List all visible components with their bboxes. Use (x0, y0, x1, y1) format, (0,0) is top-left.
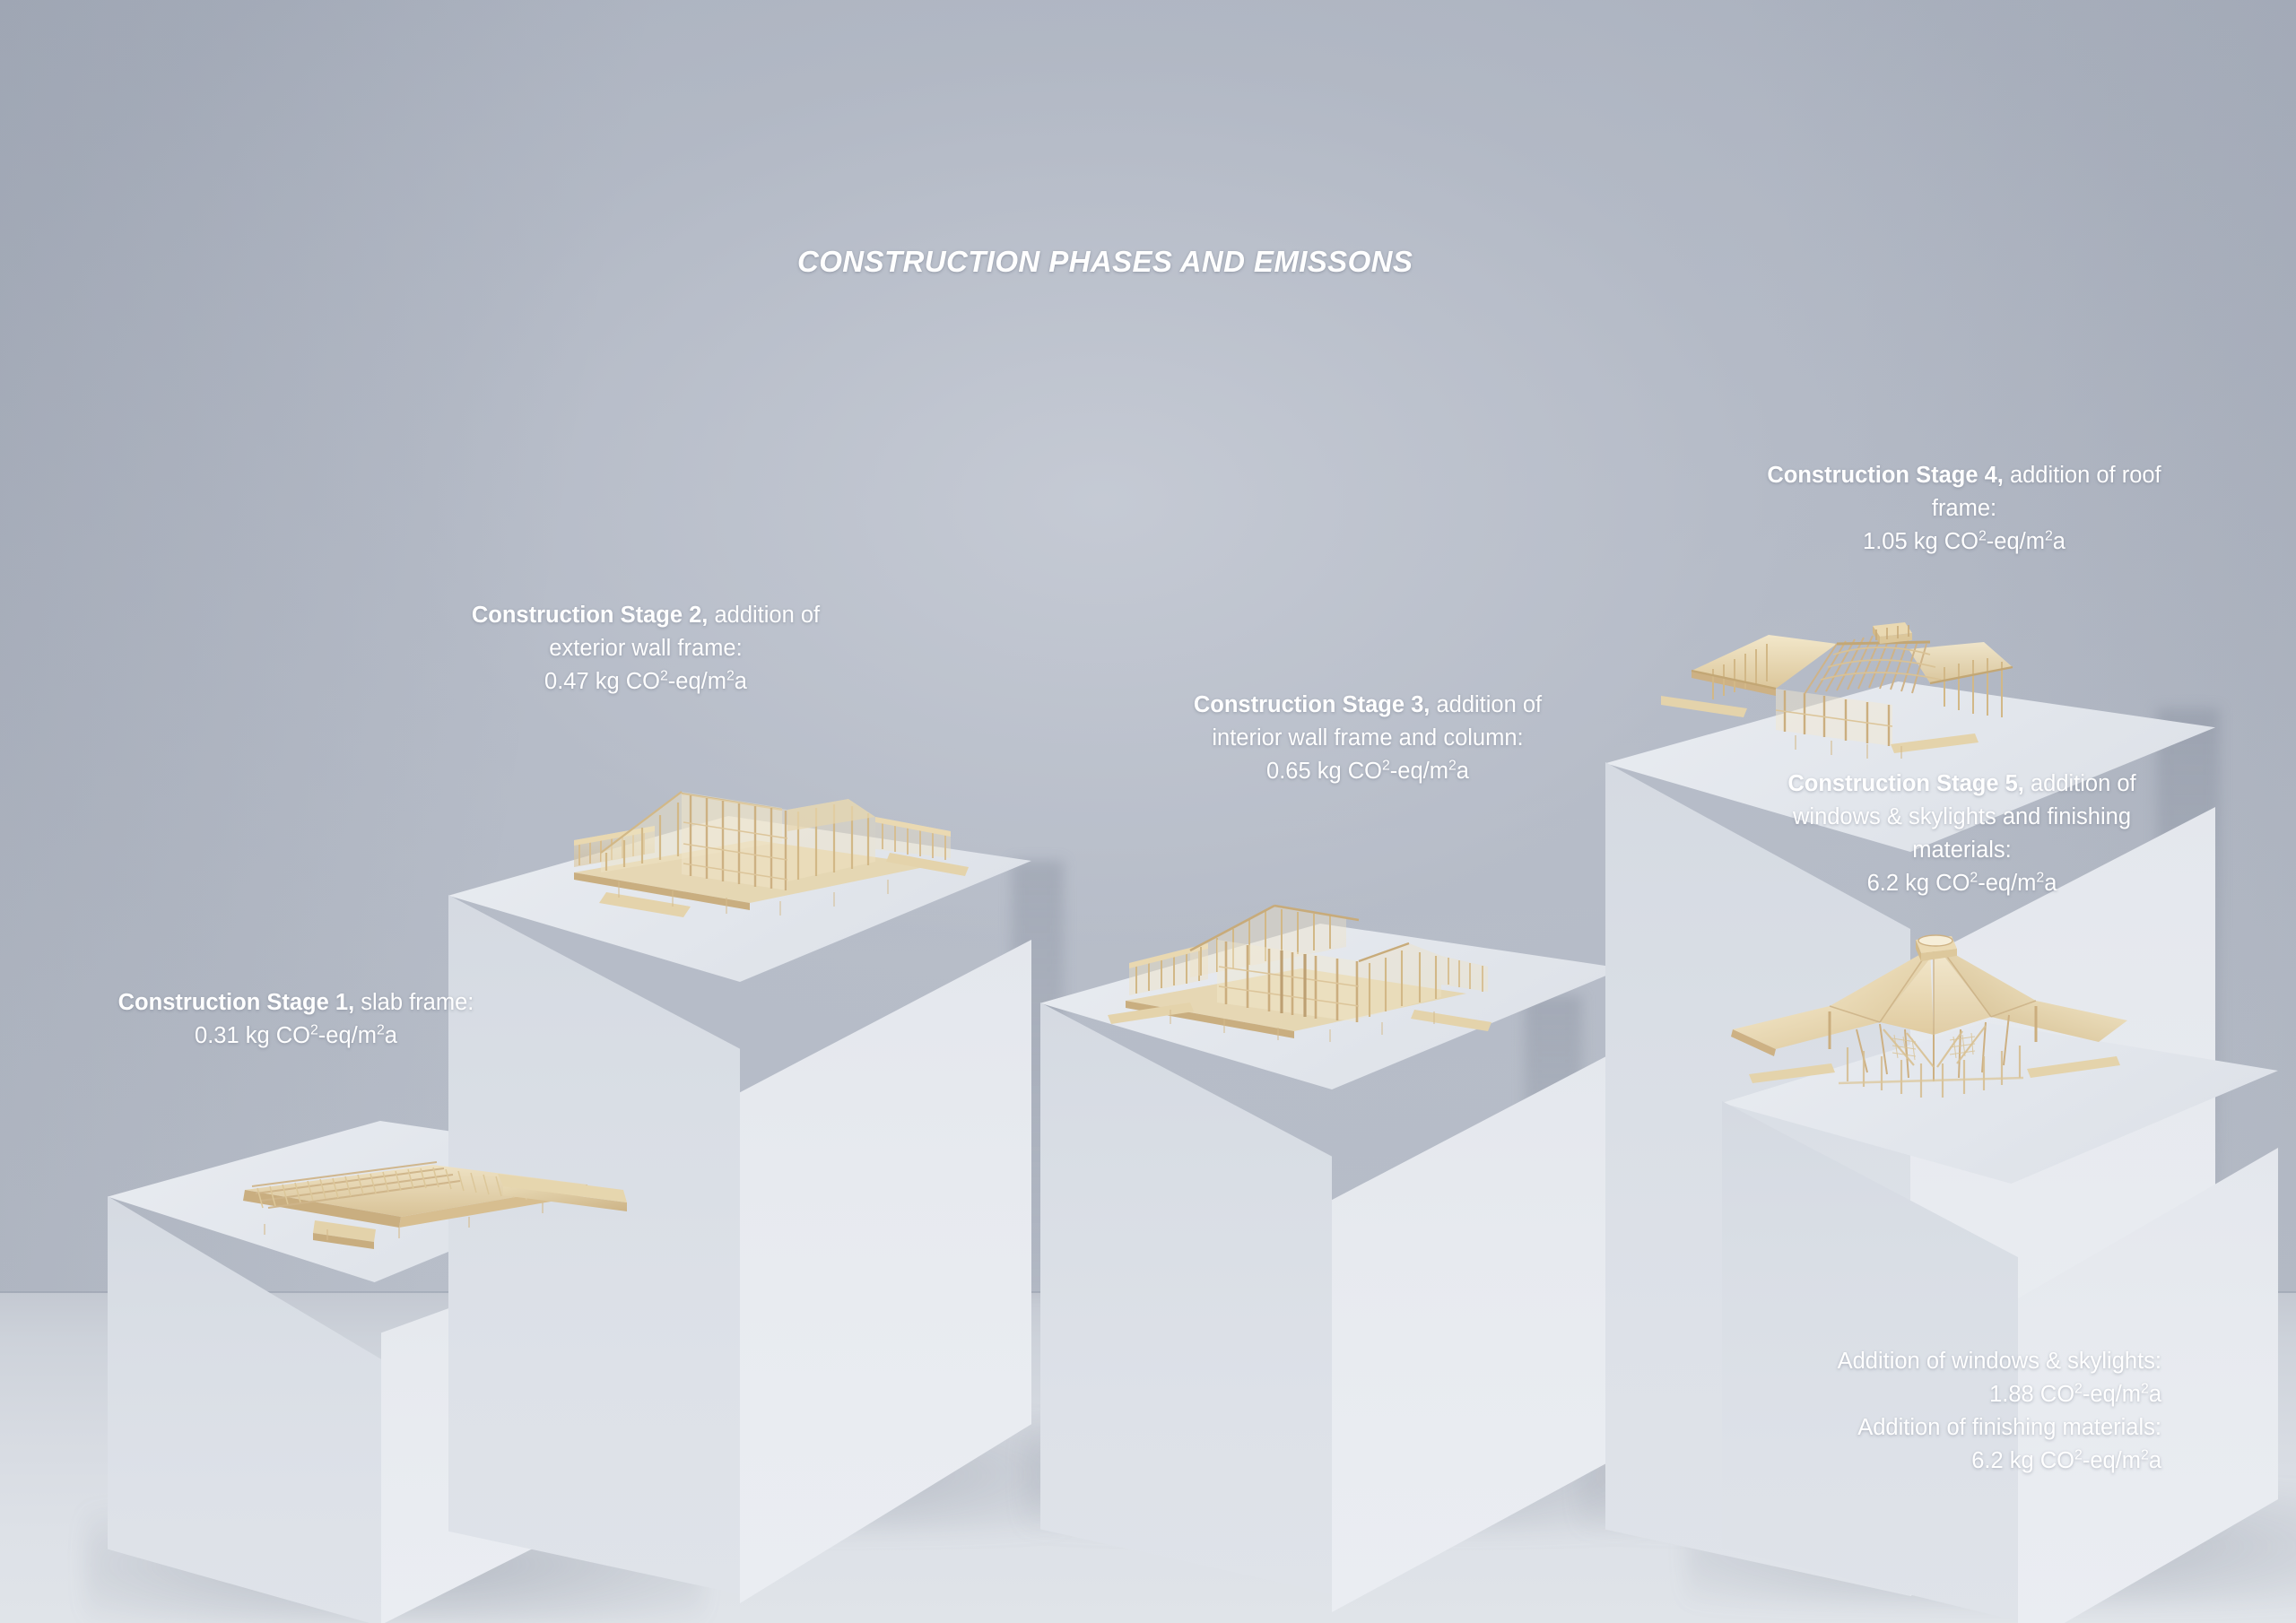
caption-stage-3-title: Construction Stage 3, (1193, 692, 1431, 717)
caption-stage-1: Construction Stage 1, slab frame: 0.31 k… (108, 986, 484, 1053)
breakdown-windows-label: Addition of windows & skylights: (1837, 1349, 2161, 1374)
breakdown-windows-value: 1.88 CO2-eq/m2a (1989, 1381, 2161, 1407)
caption-stage-5-value: 6.2 kg CO2-eq/m2a (1866, 870, 2057, 896)
caption-stage-2-desc: addition of exterior wall frame: (549, 603, 821, 661)
pedestal-3-left-face (1040, 1002, 1332, 1594)
caption-stage-5-desc: addition of windows & skylights and fini… (1792, 771, 2136, 863)
caption-stage-4: Construction Stage 4, addition of roof f… (1762, 459, 2166, 559)
caption-stage-4-title: Construction Stage 4, (1767, 463, 2004, 488)
caption-stage-4-value: 1.05 kg CO2-eq/m2a (1863, 528, 2066, 554)
caption-stage-5-title: Construction Stage 5, (1787, 771, 2024, 796)
pedestal-stage-3 (987, 924, 1704, 1623)
caption-stage-3-value: 0.65 kg CO2-eq/m2a (1266, 758, 1469, 784)
page-title: CONSTRUCTION PHASES AND EMISSONS (797, 245, 1413, 278)
caption-stage-2-value: 0.47 kg CO2-eq/m2a (544, 668, 747, 694)
caption-stage-3: Construction Stage 3, addition of interi… (1188, 689, 1547, 788)
model-interior-wall-frame (1090, 897, 1502, 1049)
caption-stage-5: Construction Stage 5, addition of window… (1758, 768, 2166, 900)
caption-stage-1-value: 0.31 kg CO2-eq/m2a (195, 1022, 397, 1048)
pedestal-stage-5 (1686, 1022, 2296, 1623)
model-finished-building (1722, 924, 2144, 1103)
breakdown-finishing-value: 6.2 kg CO2-eq/m2a (1971, 1447, 2161, 1473)
caption-stage-2: Construction Stage 2, addition of exteri… (448, 599, 843, 699)
caption-stage-4-desc: addition of roof frame: (1931, 463, 2161, 521)
model-slab-frame (229, 1134, 632, 1269)
model-exterior-wall-frame (547, 767, 978, 924)
caption-stage-1-desc: slab frame: (354, 990, 474, 1015)
caption-emissions-breakdown: Addition of windows & skylights: 1.88 CO… (1704, 1345, 2161, 1478)
caption-stage-3-desc: addition of interior wall frame and colu… (1212, 692, 1543, 751)
model-roof-frame (1661, 603, 2038, 764)
breakdown-finishing-label: Addition of finishing materials: (1857, 1415, 2161, 1440)
caption-stage-1-title: Construction Stage 1, (117, 990, 355, 1015)
caption-stage-2-title: Construction Stage 2, (471, 603, 709, 628)
